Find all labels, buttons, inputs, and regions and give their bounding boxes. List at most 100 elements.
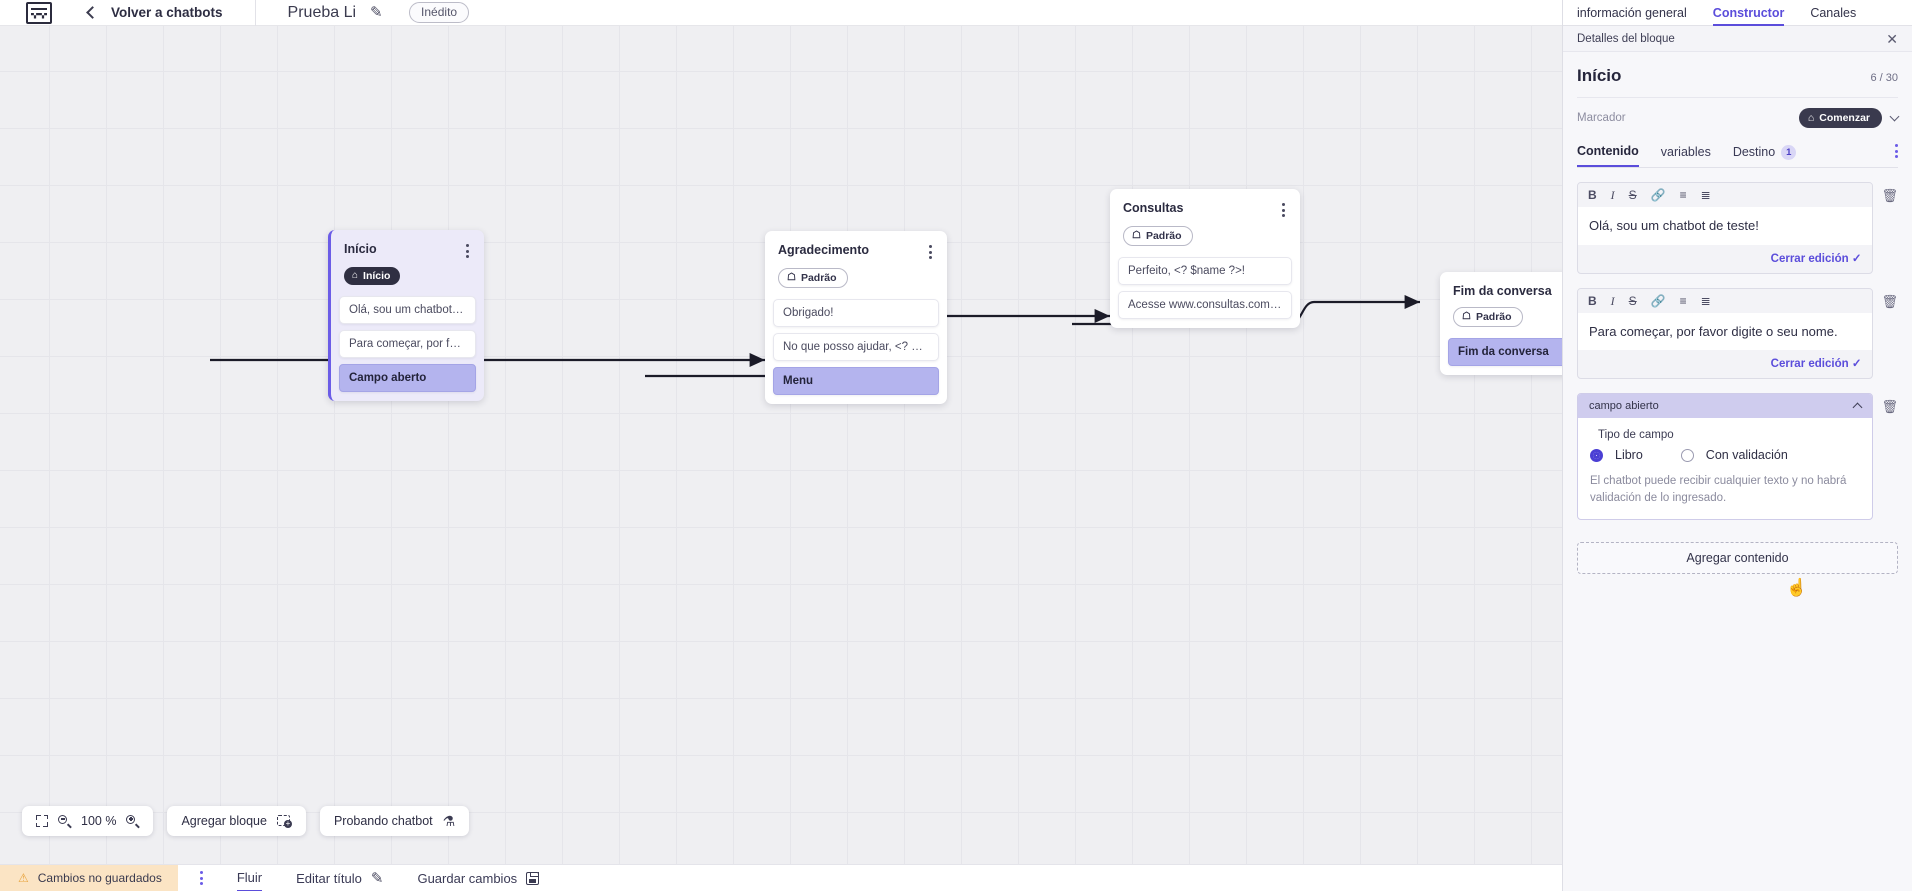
zoom-in-icon[interactable] [126, 814, 141, 829]
node-menu-icon[interactable] [464, 242, 471, 258]
flow-node-agradecimento[interactable]: Agradecimento ☖ Padrão Obrigado! No que … [765, 231, 947, 404]
campo-header[interactable]: campo abierto [1578, 394, 1873, 418]
node-rows: Obrigado! No que posso ajudar, <? $name … [765, 299, 947, 404]
check-icon: ✓ [1851, 252, 1862, 265]
content-menu-icon[interactable] [1895, 144, 1898, 167]
save-changes-button[interactable]: Guardar cambios [417, 865, 540, 891]
trash-icon[interactable]: 🗑 [1881, 399, 1898, 414]
flow-node-fim-da-conversa[interactable]: Fim da conversa ☖ Padrão Fim da conversa [1440, 272, 1562, 375]
tab-canales[interactable]: Canales [1810, 5, 1857, 20]
tab-destino-badge: 1 [1781, 144, 1797, 160]
node-row[interactable]: Fim da conversa [1448, 338, 1562, 366]
bottom-bar-menu-icon[interactable] [199, 871, 203, 885]
chevron-down-icon[interactable] [1889, 111, 1900, 122]
node-rows: Perfeito, <? $name ?>! Acesse www.consul… [1110, 257, 1300, 328]
marker-badge[interactable]: ⌂ Comenzar [1798, 108, 1882, 128]
node-tag-padrao: ☖ Padrão [1453, 307, 1523, 327]
flow-canvas[interactable]: Início ⌂ Início Olá, sou um chatbot de t… [0, 26, 1562, 864]
back-chevron-icon[interactable] [86, 6, 99, 19]
node-title: Início [344, 242, 377, 256]
back-to-chatbots-link[interactable]: Volver a chatbots [111, 5, 223, 20]
node-title: Fim da conversa [1453, 284, 1552, 298]
node-row[interactable]: Olá, sou um chatbot de teste! [339, 296, 476, 324]
add-content-button[interactable]: Agregar contenido [1577, 542, 1898, 575]
tab-variables[interactable]: variables [1661, 145, 1711, 166]
top-bar: Volver a chatbots Prueba Li ✎ Inédito [0, 0, 1562, 26]
tab-contenido-label: Contenido [1577, 144, 1639, 158]
tab-informacion-general[interactable]: información general [1577, 5, 1687, 20]
radio-libro[interactable] [1590, 448, 1603, 462]
content-editor-1: B I S 🔗 ≡ ≣ Olá, sou um chatbot de teste… [1577, 182, 1898, 274]
radio-con-validacion[interactable] [1680, 448, 1694, 462]
strikethrough-icon[interactable]: S [1628, 293, 1637, 308]
tab-contenido[interactable]: Contenido [1577, 144, 1639, 167]
pencil-icon: ✎ [370, 869, 384, 887]
editor-card: B I S 🔗 ≡ ≣ Para começar, por favor digi… [1577, 287, 1874, 379]
block-title-row: Início 6 / 30 [1577, 52, 1898, 98]
link-icon[interactable]: 🔗 [1650, 188, 1666, 202]
add-block-button[interactable]: Agregar bloque + [167, 806, 306, 836]
character-counter: 6 / 30 [1870, 72, 1898, 84]
trash-icon[interactable]: 🗑 [1881, 188, 1898, 203]
campo-card: campo abierto Tipo de campo Libro Con va… [1577, 393, 1874, 521]
node-tag-padrao: ☖ Padrão [778, 268, 848, 288]
chevron-up-icon[interactable] [1853, 402, 1863, 413]
marker-row: Marcador ⌂ Comenzar [1577, 98, 1900, 137]
page-title: Início [1577, 66, 1622, 85]
flow-node-inicio[interactable]: Início ⌂ Início Olá, sou um chatbot de t… [328, 230, 484, 401]
edit-title-label: Editar título [296, 870, 362, 886]
close-icon[interactable]: ✕ [1886, 30, 1898, 47]
tab-constructor[interactable]: Constructor [1712, 0, 1785, 26]
node-row[interactable]: No que posso ajudar, <? $name ... [773, 333, 939, 361]
close-edit-button[interactable]: Cerrar edición ✓ [1578, 350, 1872, 378]
field-type-radio-group: Libro Con validación [1590, 448, 1860, 462]
bullet-list-icon[interactable]: ≡ [1679, 293, 1687, 308]
strikethrough-icon[interactable]: S [1628, 188, 1637, 202]
node-title: Agradecimento [778, 243, 869, 257]
flow-node-consultas[interactable]: Consultas ☖ Padrão Perfeito, <? $name ?>… [1110, 189, 1300, 328]
bold-icon[interactable]: B [1588, 293, 1597, 308]
flow-edges [210, 294, 1420, 378]
node-row[interactable]: Obrigado! [773, 299, 939, 327]
test-chatbot-button[interactable]: Probando chatbot ⚗ [319, 806, 470, 836]
numbered-list-icon[interactable]: ≣ [1700, 188, 1711, 202]
fit-screen-icon[interactable] [36, 815, 48, 827]
trash-icon[interactable]: 🗑 [1881, 293, 1898, 309]
vtex-logo [26, 1, 52, 24]
node-row[interactable]: Menu [773, 367, 939, 395]
tab-fluir[interactable]: Fluir [236, 865, 263, 891]
italic-icon[interactable]: I [1610, 293, 1615, 308]
node-tag-label: Padrão [1475, 311, 1512, 323]
node-header: Consultas [1110, 189, 1300, 217]
link-icon[interactable]: 🔗 [1650, 293, 1666, 308]
node-row[interactable]: Perfeito, <? $name ?>! [1118, 257, 1292, 285]
bullet-list-icon[interactable]: ≡ [1679, 188, 1687, 202]
node-tag-padrao: ☖ Padrão [1123, 226, 1193, 246]
italic-icon[interactable]: I [1610, 188, 1615, 202]
editor-textarea[interactable]: Para começar, por favor digite o seu nom… [1578, 312, 1873, 350]
node-menu-icon[interactable] [927, 243, 934, 259]
bold-icon[interactable]: B [1588, 188, 1597, 202]
node-title: Consultas [1123, 201, 1184, 215]
close-edit-button[interactable]: Cerrar edición ✓ [1578, 245, 1872, 273]
zoom-out-icon[interactable] [58, 814, 72, 829]
tab-destino[interactable]: Destino 1 [1733, 144, 1797, 167]
toolbar-divider [254, 0, 256, 26]
node-row[interactable]: Campo aberto [339, 364, 476, 392]
campo-body: Tipo de campo Libro Con validación El ch… [1578, 418, 1872, 519]
pencil-icon[interactable]: ✎ [370, 4, 387, 21]
node-row[interactable]: Acesse www.consultas.com par... [1118, 291, 1292, 319]
home-icon: ⌂ [1807, 112, 1815, 124]
node-row[interactable]: Para começar, por favor digite o ... [339, 330, 476, 358]
numbered-list-icon[interactable]: ≣ [1700, 293, 1711, 308]
panel-subheader: Detalles del bloque ✕ [1563, 26, 1912, 52]
marker-badge-label: Comenzar [1819, 112, 1870, 124]
tag-icon: ☖ [1462, 311, 1471, 322]
node-menu-icon[interactable] [1280, 201, 1287, 217]
editor-textarea[interactable]: Olá, sou um chatbot de teste! [1578, 207, 1873, 245]
marker-control[interactable]: ⌂ Comenzar [1798, 108, 1900, 128]
edit-title-button[interactable]: Editar título ✎ [296, 865, 383, 891]
field-type-label: Tipo de campo [1598, 429, 1674, 441]
add-block-icon: + [276, 814, 292, 828]
check-icon: ✓ [1851, 358, 1862, 370]
